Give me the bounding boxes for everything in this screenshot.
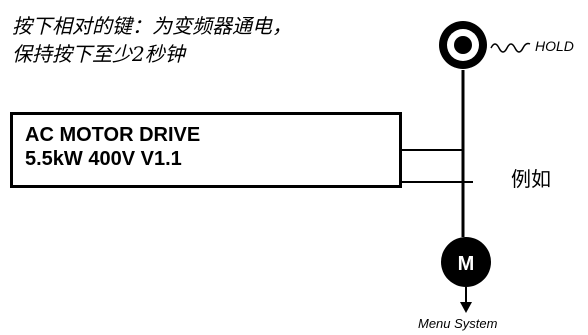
menu-arrow-head-icon <box>460 302 472 313</box>
lcd-display: AC MOTOR DRIVE 5.5kW 400V V1.1 <box>10 112 402 188</box>
instruction-line-1: 按下相对的键：为变频器通电， <box>12 14 292 38</box>
lcd-line-1: AC MOTOR DRIVE <box>25 124 201 146</box>
hold-label: HOLD <box>535 38 574 54</box>
instruction-text: 按下相对的键：为变频器通电， 保持按下至少2秒钟 <box>12 12 392 68</box>
instruction-line-2: 保持按下至少2秒钟 <box>12 42 185 66</box>
hold-wave-icon <box>490 42 531 53</box>
example-label: 例如 <box>511 167 551 191</box>
menu-button-label[interactable]: M <box>457 253 475 275</box>
hold-button-icon[interactable] <box>439 21 487 69</box>
menu-system-label: Menu System <box>418 316 498 331</box>
lcd-line-2: 5.5kW 400V V1.1 <box>25 148 182 170</box>
menu-button-circle[interactable] <box>441 237 491 287</box>
